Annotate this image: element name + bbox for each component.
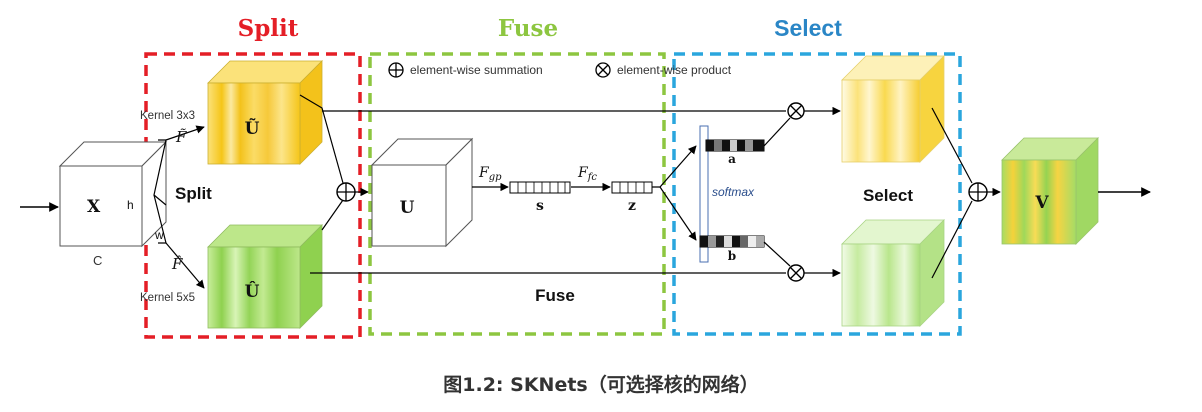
b-vector xyxy=(699,235,765,248)
x-h-label: h xyxy=(127,198,134,212)
legend-product-label: element-wise product xyxy=(617,63,732,77)
select-title: Select xyxy=(774,15,842,41)
figure-caption: 图1.2: SKNets（可选择核的网络） xyxy=(443,374,759,396)
u-hat-cube: Û xyxy=(207,224,323,329)
legend-sum-label: element-wise summation xyxy=(410,63,543,77)
u-tilde-label: Ũ xyxy=(245,117,260,139)
fgp-label: Fgp xyxy=(478,165,502,183)
x-cube: X h w C xyxy=(58,140,168,268)
z-label: z xyxy=(628,198,636,214)
v-label: V xyxy=(1034,193,1049,213)
u-tilde-cube: Ũ xyxy=(207,60,323,165)
a-label: a xyxy=(728,152,736,166)
x-c-label: C xyxy=(93,253,102,268)
legend-product: element-wise product xyxy=(595,62,732,78)
legend-sum: element-wise summation xyxy=(388,62,543,78)
s-label: s xyxy=(536,198,544,214)
z-to-b xyxy=(659,186,697,241)
v-cube: V xyxy=(1001,137,1099,245)
product-icon xyxy=(595,62,611,78)
arrow-to-u-hat xyxy=(165,242,205,289)
fuse-inner-label: Fuse xyxy=(535,286,575,305)
select-inner-label: Select xyxy=(863,186,913,205)
sum-node-split xyxy=(336,182,356,202)
selected-green-cube xyxy=(841,219,945,327)
u-cube: U xyxy=(370,137,474,248)
softmax-bar xyxy=(699,125,709,263)
split-fan xyxy=(153,139,167,206)
f-hat-label: F̂ xyxy=(171,255,183,273)
fuse-title: Fuse xyxy=(498,15,558,42)
ffc-label: Ffc xyxy=(577,165,597,183)
arrow-to-u-tilde xyxy=(165,125,205,141)
fuse-border xyxy=(368,52,666,336)
softmax-label: softmax xyxy=(712,185,755,199)
sum-node-select xyxy=(968,182,988,202)
product-node-top xyxy=(787,102,805,120)
b-label: b xyxy=(728,249,736,263)
u-tilde-to-sum xyxy=(299,94,344,184)
u-label: U xyxy=(400,198,415,218)
split-inner-label: Split xyxy=(175,184,212,203)
select-border xyxy=(672,52,962,336)
product-node-bottom xyxy=(787,264,805,282)
split-title: Split xyxy=(238,15,299,42)
selected-yellow-cube xyxy=(841,55,945,163)
z-vector xyxy=(611,181,653,194)
x-label: X xyxy=(87,197,101,217)
a-vector xyxy=(705,139,765,152)
kernel5-label: Kernel 5x5 xyxy=(140,292,195,304)
u-hat-to-sum xyxy=(321,199,344,231)
f-tilde-label: F̃ xyxy=(175,128,187,146)
u-hat-label: Û xyxy=(245,281,260,302)
s-vector xyxy=(509,181,571,194)
x-w-label: w xyxy=(154,228,164,242)
kernel3-label: Kernel 3x3 xyxy=(140,110,195,122)
